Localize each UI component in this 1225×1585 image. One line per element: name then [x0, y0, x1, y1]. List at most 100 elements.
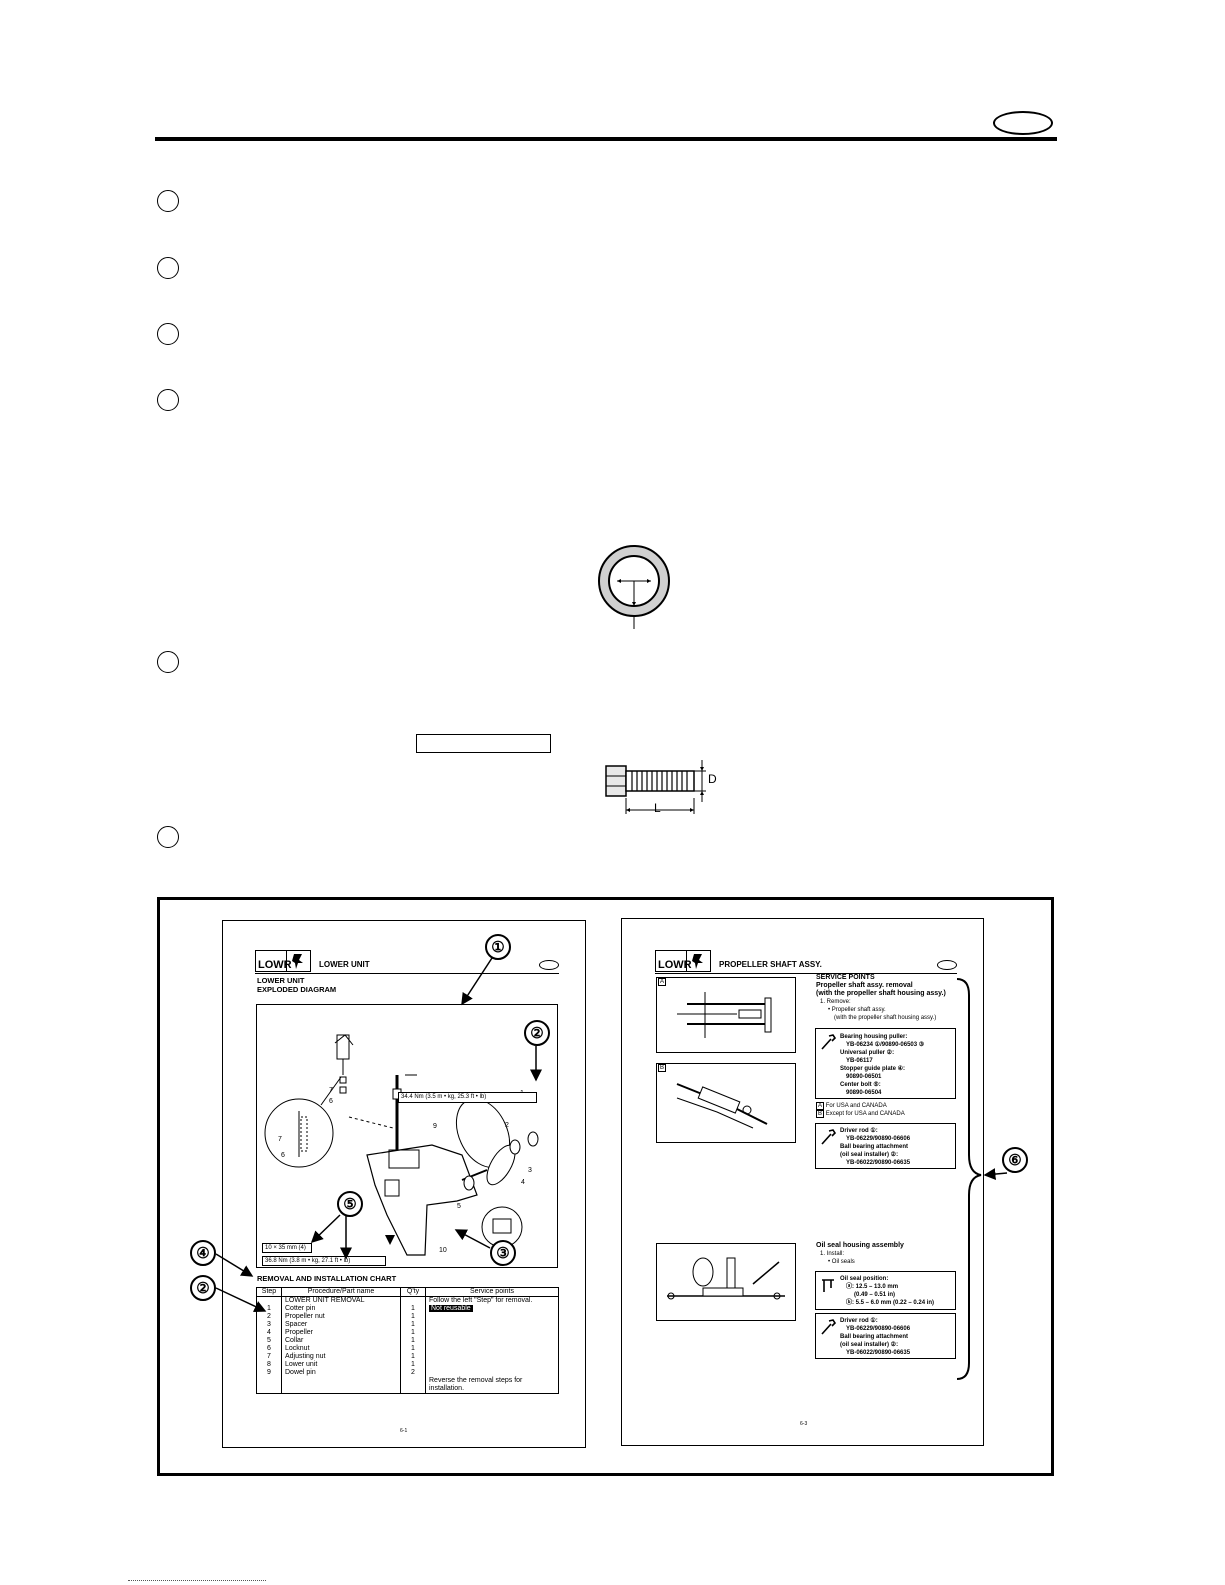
right-header-icon-box: [687, 950, 711, 972]
tool-box-2: Driver rod ①: YB-06229/90890-06606 Ball …: [815, 1123, 956, 1169]
bolt-spec-label: 10 × 35 mm (4): [262, 1243, 312, 1253]
chart-note: [425, 1321, 559, 1329]
diagram-num-2: 2: [505, 1122, 509, 1129]
chart-note: [425, 1337, 559, 1345]
tool-line: Driver rod ①:: [840, 1128, 878, 1134]
chart-header-notes: Service points: [425, 1287, 559, 1297]
tool-line: Bearing housing puller:: [840, 1034, 908, 1040]
figure-b: B: [656, 1063, 796, 1143]
chart-qty: 2: [400, 1369, 426, 1377]
chart-step: 7: [256, 1353, 282, 1361]
diagram-num-6a: 6: [329, 1098, 333, 1105]
chart-note: [425, 1313, 559, 1321]
chart-qty: 1: [400, 1337, 426, 1345]
chart-part: Lower unit: [281, 1361, 401, 1369]
left-lang-oval: [539, 960, 559, 970]
left-subtitle-1: LOWER UNIT: [257, 976, 305, 985]
left-page-header: LOWR LOWER UNIT: [255, 950, 559, 974]
spec-line: ⓑ: 5.5 – 6.0 mm (0.22 – 0.24 in): [846, 1300, 935, 1306]
wrench-icon: [821, 1319, 837, 1335]
right-lang-oval: [937, 960, 957, 970]
tool-line: YB-06022/90890-06635: [846, 1350, 911, 1356]
callout-2a: ②: [524, 1020, 550, 1046]
table-row: 3 Spacer 1: [256, 1321, 559, 1329]
blank-label-box: [416, 734, 551, 753]
region-a-note: A For USA and CANADA: [816, 1102, 887, 1110]
lower-unit-icon: [692, 954, 703, 969]
footer-rule: [128, 1580, 266, 1582]
not-reusable-badge: Not reusable: [429, 1305, 473, 1312]
region-b-text: Except for USA and CANADA: [825, 1111, 905, 1117]
paragraph-marker-1: [157, 190, 179, 212]
chart-qty: 1: [400, 1321, 426, 1329]
tool-box-2-text: Driver rod ①: YB-06229/90890-06606 Ball …: [840, 1127, 910, 1167]
tool-box-1-text: Bearing housing puller: YB-06234 ①/90890…: [840, 1033, 924, 1097]
install-bullet: • Oil seals: [828, 1259, 855, 1265]
table-row: 6 Locknut 1: [256, 1345, 559, 1353]
tool-line: Stopper guide plate ④:: [840, 1066, 906, 1072]
tool-line: 90890-06501: [846, 1074, 882, 1080]
removal-bullet-sub: (with the propeller shaft housing assy.): [834, 1015, 937, 1021]
spec-line: ⓐ: 12.5 – 13.0 mm: [846, 1284, 899, 1290]
figure-a-marker: A: [658, 978, 667, 986]
callout-2b: ②: [190, 1275, 216, 1301]
torque-label-2: 36.8 Nm (3.8 m • kg, 27.1 ft • lb): [262, 1256, 386, 1266]
callout-5: ⑤: [337, 1191, 363, 1217]
tool-line: Ball bearing attachment: [840, 1334, 909, 1340]
paragraph-marker-2: [157, 257, 179, 279]
table-row: 8 Lower unit 1: [256, 1361, 559, 1369]
figure-c: [656, 1243, 796, 1321]
caliper-icon: [822, 1279, 834, 1292]
right-header-tag: LOWR: [655, 950, 692, 972]
tool-line: YB-06229/90890-06606: [846, 1326, 911, 1332]
wrench-icon: [821, 1129, 837, 1145]
callout-1: ①: [485, 934, 511, 960]
chart-header-row: Step Procedure/Part name Q'ty Service po…: [256, 1287, 559, 1297]
chart-step: 3: [256, 1321, 282, 1329]
tool-box-3-text: Driver rod ①: YB-06229/90890-06606 Ball …: [840, 1317, 910, 1357]
chart-step: 9: [256, 1369, 282, 1377]
chart-title: REMOVAL AND INSTALLATION CHART: [257, 1274, 397, 1283]
tool-line: YB-06229/90890-06606: [846, 1136, 911, 1142]
diagram-num-7b: 7: [278, 1136, 282, 1143]
right-page-header: LOWR PROPELLER SHAFT ASSY.: [655, 950, 957, 974]
exploded-diagram-box: [256, 1004, 558, 1268]
diagram-num-5: 5: [457, 1203, 461, 1210]
washer-icon: [598, 545, 670, 629]
tool-line: Universal puller ②:: [840, 1050, 895, 1056]
chart-qty: 1: [400, 1361, 426, 1369]
left-header-tag: LOWR: [255, 950, 292, 972]
chart-qty: 1: [400, 1345, 426, 1353]
removal-title: Propeller shaft assy. removal: [816, 982, 913, 989]
table-row: 9 Dowel pin 2: [256, 1369, 559, 1377]
chart-footer-row: Reverse the removal steps for installati…: [256, 1377, 559, 1394]
callout-3: ③: [490, 1240, 516, 1266]
left-page-number: 6-1: [400, 1428, 408, 1434]
torque-label-1: 34.4 Nm (3.5 m • kg, 25.3 ft • lb): [398, 1092, 537, 1103]
brace-and-arrow: [956, 978, 1008, 1380]
language-oval-mark: [993, 111, 1053, 135]
left-header-title: LOWER UNIT: [319, 960, 370, 969]
chart-note: [425, 1353, 559, 1361]
bolt-icon: [605, 760, 706, 814]
region-a-text: For USA and CANADA: [825, 1103, 887, 1109]
spec-line: (0.49 – 0.51 in): [854, 1292, 896, 1298]
removal-sub: (with the propeller shaft housing assy.): [816, 990, 946, 997]
removal-step: 1. Remove:: [820, 999, 851, 1005]
spec-text: Oil seal position: ⓐ: 12.5 – 13.0 mm (0.…: [840, 1275, 934, 1307]
paragraph-marker-5: [157, 651, 179, 673]
spec-box: Oil seal position: ⓐ: 12.5 – 13.0 mm (0.…: [815, 1271, 956, 1310]
diagram-num-10: 10: [439, 1247, 447, 1254]
removal-installation-chart: Step Procedure/Part name Q'ty Service po…: [256, 1287, 559, 1394]
chart-note: [425, 1369, 559, 1377]
figure-b-marker: B: [658, 1064, 667, 1072]
header-rule: [155, 137, 1057, 141]
table-row: 5 Collar 1: [256, 1337, 559, 1345]
chart-section-row: LOWER UNIT REMOVAL Follow the left "Step…: [256, 1296, 559, 1305]
tool-box-3: Driver rod ①: YB-06229/90890-06606 Ball …: [815, 1313, 956, 1359]
tool-box-1: Bearing housing puller: YB-06234 ①/90890…: [815, 1028, 956, 1099]
table-row: 1 Cotter pin 1 Not reusable: [256, 1305, 559, 1313]
left-header-icon-box: [287, 950, 311, 972]
chart-note: [425, 1361, 559, 1369]
table-row: 7 Adjusting nut 1: [256, 1353, 559, 1361]
